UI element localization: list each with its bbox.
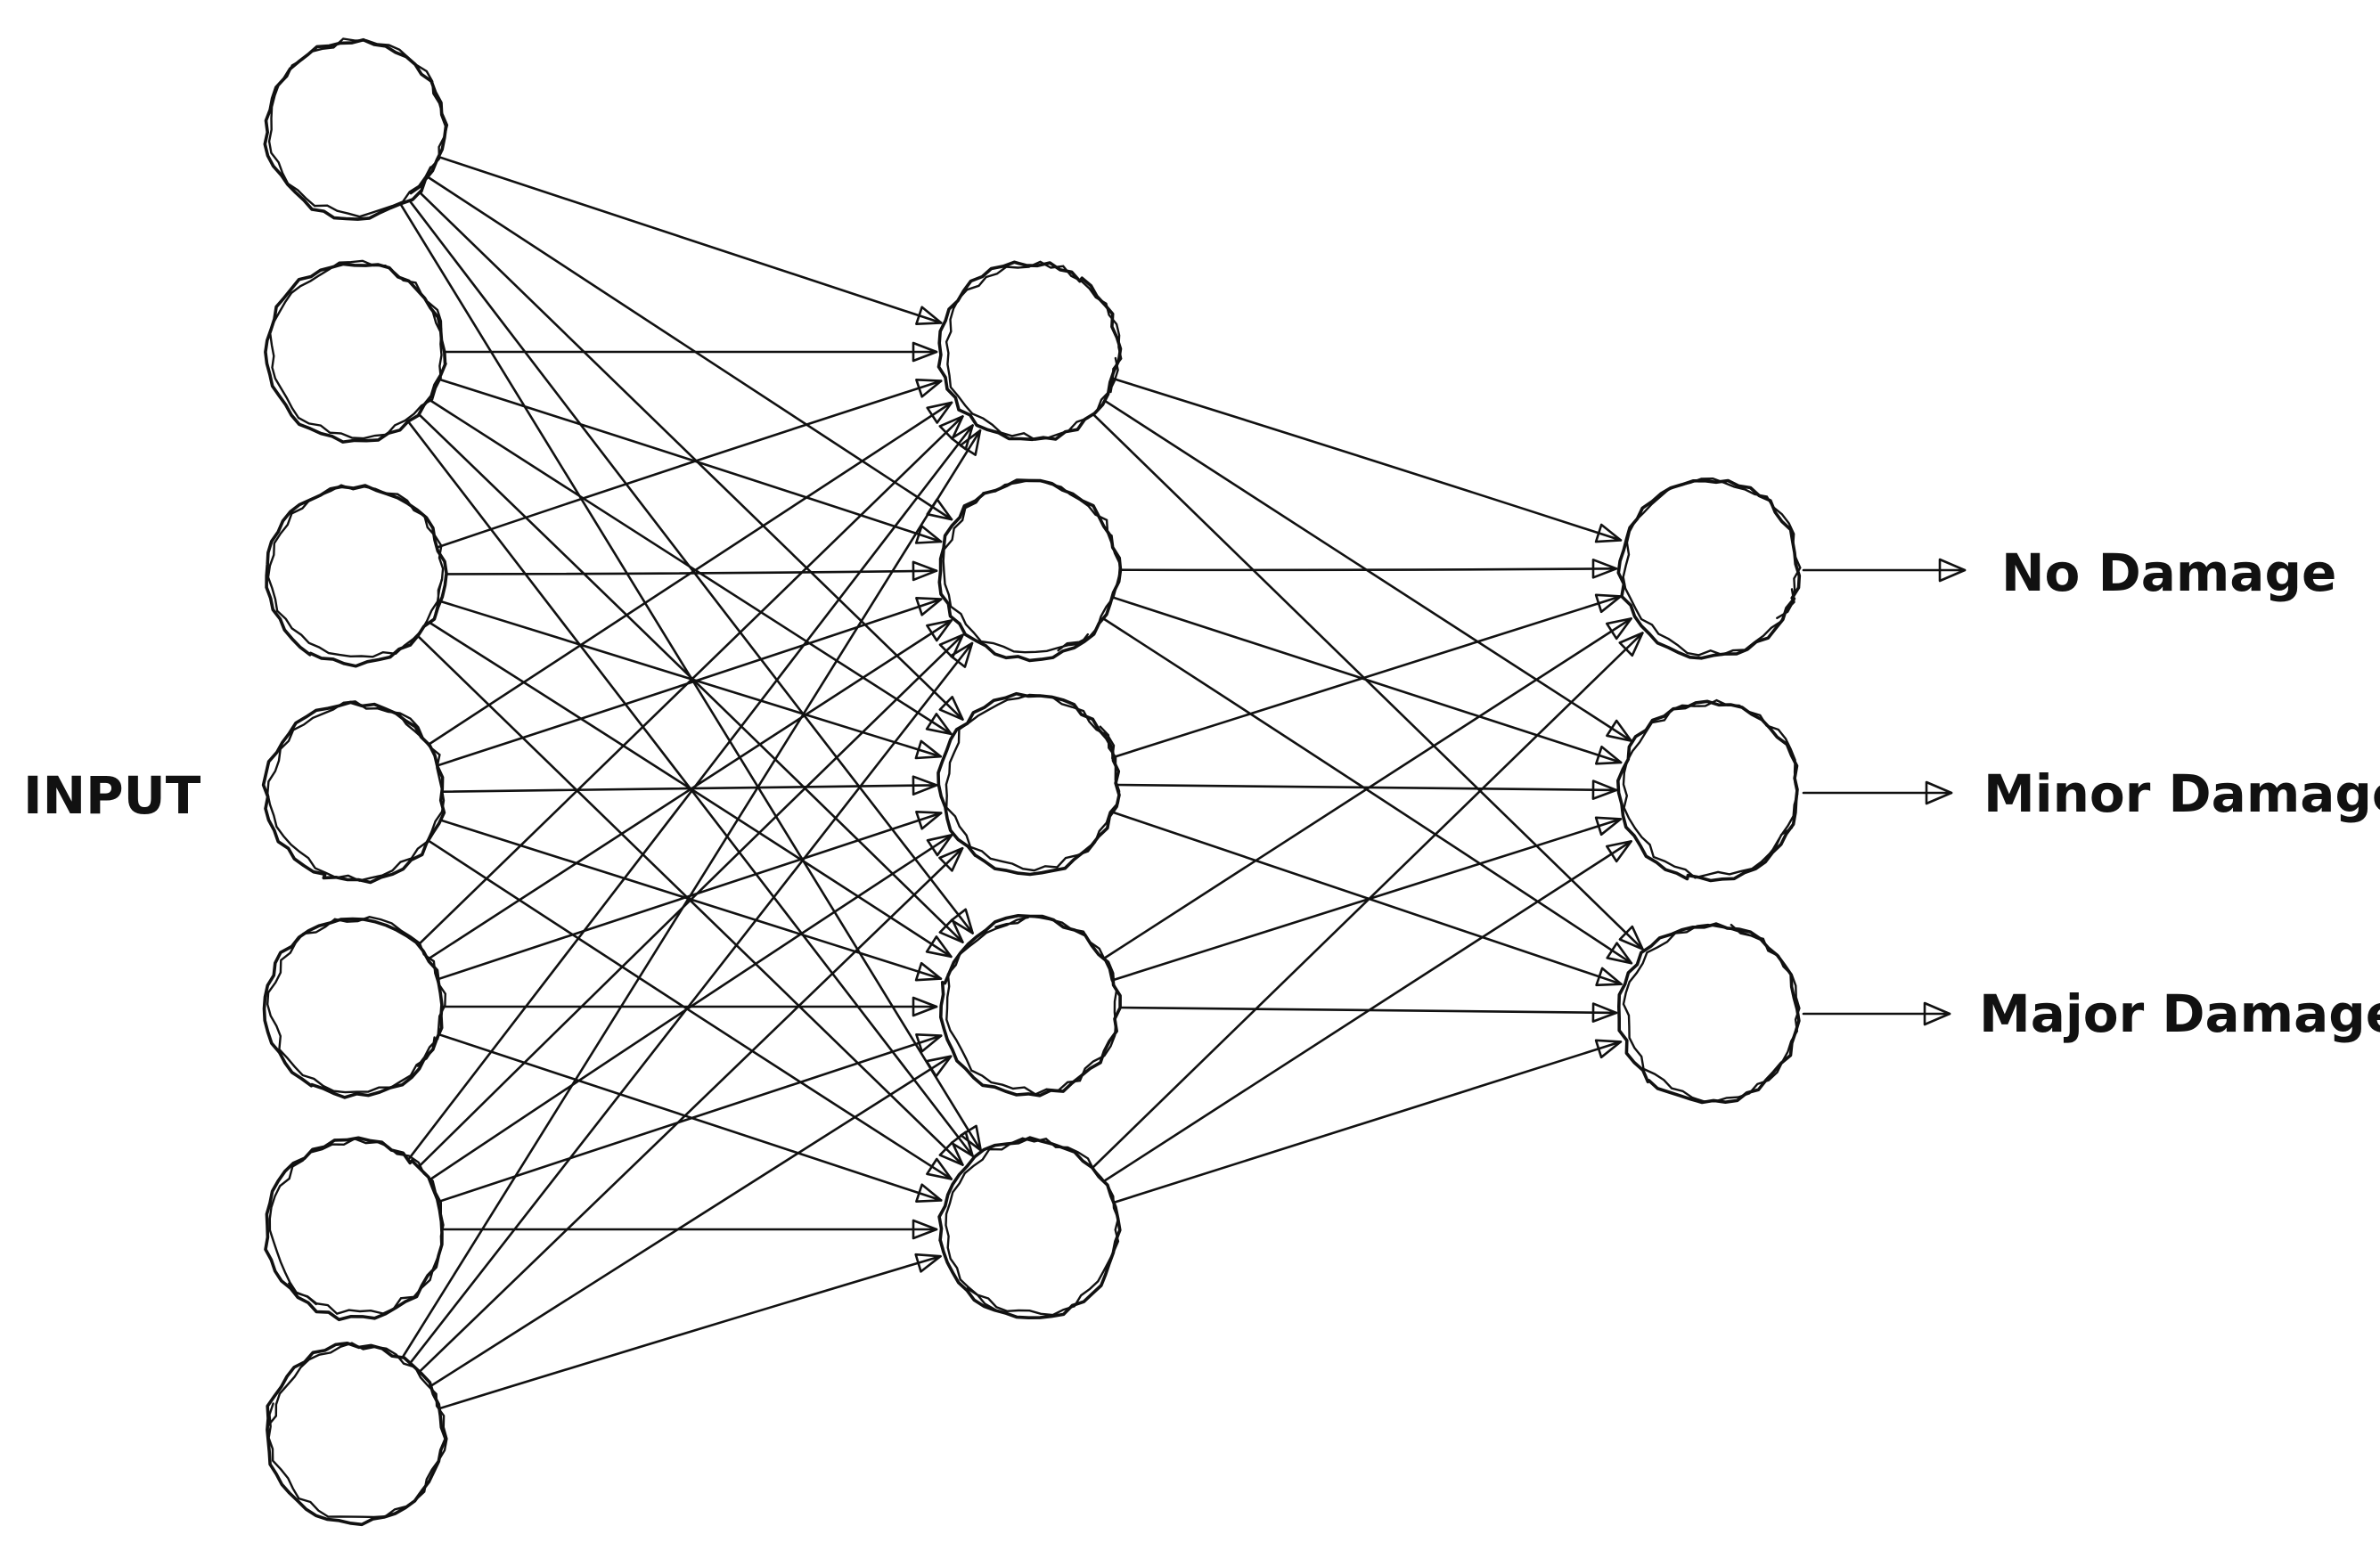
- edge-l1-3-to-1: [1111, 816, 1623, 982]
- edge-l1-4-to-0: [1091, 632, 1644, 1170]
- node-output-layer-0: [1616, 477, 1802, 660]
- edge-l0-3-to-4: [427, 839, 953, 1180]
- output-label-1: Minor Damage: [1983, 763, 2380, 824]
- edge-l0-0-to-0: [436, 155, 943, 325]
- edge-l0-6-to-2: [416, 846, 964, 1375]
- node-hidden-layer-2: [936, 691, 1121, 877]
- edge-l0-1-to-3: [416, 412, 964, 943]
- edge-l0-2-to-2: [437, 599, 942, 760]
- edge-l1-4-to-2: [1111, 1039, 1623, 1204]
- node-input-layer-1: [264, 259, 447, 444]
- edge-l0-5-to-0: [406, 424, 974, 1162]
- node-hidden-layer-3: [939, 914, 1122, 1098]
- node-input-layer-4: [262, 915, 447, 1099]
- edge-l0-5-to-3: [436, 1033, 943, 1204]
- edge-l0-0-to-1: [426, 175, 953, 521]
- edge-l0-6-to-3: [427, 1055, 953, 1389]
- edge-l1-2-to-0: [1111, 593, 1623, 759]
- edge-l1-2-to-1: [1115, 779, 1618, 800]
- output-arrow-1: [1802, 780, 1953, 805]
- node-input-layer-2: [265, 484, 448, 668]
- node-output-layer-1: [1616, 698, 1799, 883]
- node-input-layer-5: [264, 1136, 445, 1322]
- edge-l0-4-to-4: [436, 1032, 943, 1203]
- edge-l0-6-to-0: [399, 429, 982, 1362]
- node-hidden-layer-1: [937, 478, 1123, 663]
- labels: INPUT No Damage Minor Damage Major Damag…: [23, 543, 2380, 1044]
- edge-l1-3-to-0: [1101, 617, 1632, 961]
- edge-l1-0-to-2: [1090, 412, 1644, 951]
- output-arrow-0: [1802, 558, 1967, 583]
- output-label-0: No Damage: [2001, 543, 2336, 603]
- edge-l1-1-to-0: [1115, 559, 1618, 579]
- edge-l0-5-to-1: [415, 633, 964, 1170]
- connections: [398, 155, 1967, 1410]
- edge-l0-0-to-2: [416, 189, 964, 721]
- edge-l0-4-to-1: [427, 619, 953, 960]
- edge-l0-1-to-1: [436, 377, 943, 544]
- edge-l0-3-to-0: [426, 401, 953, 747]
- edge-l1-4-to-1: [1101, 840, 1632, 1184]
- edge-l1-1-to-1: [1110, 596, 1623, 765]
- node-hidden-layer-4: [937, 1136, 1122, 1319]
- output-label-2: Major Damage: [1979, 983, 2380, 1044]
- node-output-layer-2: [1617, 922, 1801, 1105]
- edge-l0-1-to-2: [427, 397, 953, 736]
- output-arrow-2: [1802, 1001, 1951, 1026]
- edge-l0-6-to-4: [437, 1253, 942, 1410]
- node-input-layer-0: [263, 37, 449, 221]
- node-input-layer-3: [261, 700, 446, 885]
- edge-l0-5-to-2: [426, 834, 953, 1183]
- nodes: [261, 37, 1802, 1527]
- edge-l0-5-to-4: [440, 1219, 938, 1240]
- input-label: INPUT: [23, 765, 201, 826]
- node-input-layer-6: [266, 1342, 448, 1527]
- edge-l0-1-to-0: [440, 341, 938, 363]
- edge-l1-3-to-2: [1115, 1002, 1618, 1023]
- edge-l0-4-to-0: [416, 415, 964, 947]
- edge-l1-0-to-0: [1111, 377, 1623, 543]
- edge-l0-6-to-1: [407, 641, 974, 1367]
- node-hidden-layer-0: [936, 260, 1123, 442]
- edge-l0-2-to-0: [436, 379, 943, 549]
- edge-l0-3-to-2: [440, 775, 938, 796]
